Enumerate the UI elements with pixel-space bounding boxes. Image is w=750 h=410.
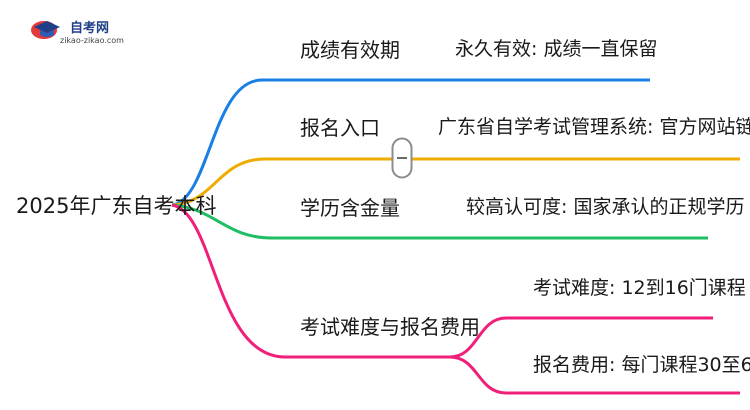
collapse-toggle[interactable]	[391, 137, 413, 179]
graduation-cap-icon	[31, 21, 60, 39]
leaf-difficulty: 考试难度: 12到16门课程	[533, 277, 746, 299]
branch-link-entry	[171, 157, 740, 207]
branch-link-validity	[171, 78, 650, 207]
branch-value: 学历含金量	[300, 196, 400, 220]
leaf-link-difficulty	[449, 316, 713, 359]
logo: 自考网 zikao-zikao.com	[30, 14, 150, 54]
leaf-entry: 广东省自学考试管理系统: 官方网站链接	[438, 116, 750, 138]
leaf-fee: 报名费用: 每门课程30至60元	[533, 354, 750, 376]
branch-difficulty-fee: 考试难度与报名费用	[300, 315, 480, 339]
branch-validity: 成绩有效期	[300, 38, 400, 62]
branch-link-value	[171, 203, 708, 240]
logo-title: 自考网	[70, 21, 110, 36]
leaf-validity: 永久有效: 成绩一直保留	[455, 38, 658, 60]
branch-link-difficulty	[171, 203, 450, 359]
logo-url: zikao-zikao.com	[60, 36, 124, 45]
leaf-link-fee	[449, 355, 740, 395]
leaf-value: 较高认可度: 国家承认的正规学历	[466, 196, 745, 218]
branch-entry: 报名入口	[300, 116, 380, 140]
root-node: 2025年广东自考本科	[16, 194, 217, 218]
minus-icon[interactable]	[391, 137, 413, 179]
